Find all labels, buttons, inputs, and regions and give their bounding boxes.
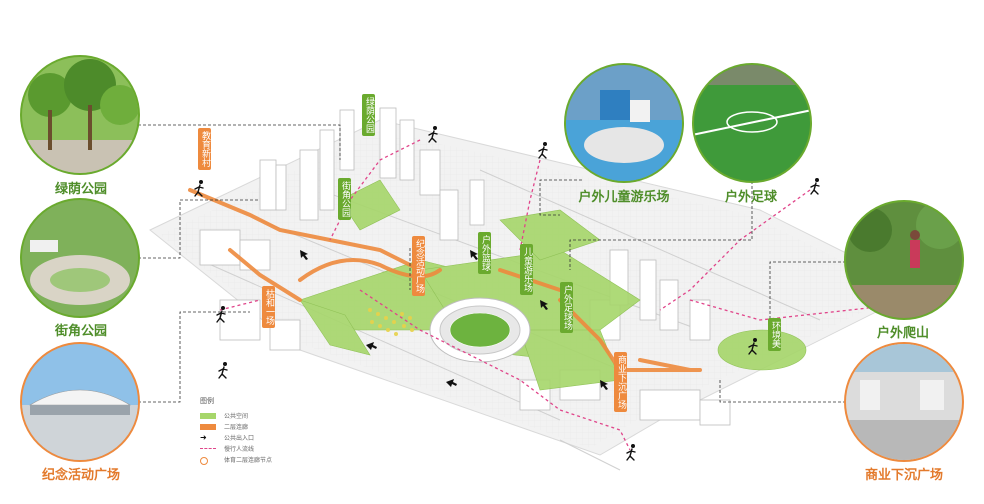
photo-ertong <box>564 63 684 183</box>
runner-icon <box>538 142 548 159</box>
buildings <box>199 107 731 426</box>
tag-huanjing: 环境美 <box>768 318 781 351</box>
label-zuqiu: 户外足球 <box>724 190 777 205</box>
stadium <box>429 297 531 363</box>
legend-item: 二层连廊 <box>200 421 272 432</box>
photo-shangye <box>844 342 964 462</box>
label-jinian: 纪念活动广场 <box>41 468 120 483</box>
entrance-arrows <box>300 250 608 390</box>
legend-item: 慢行人流线 <box>200 443 272 454</box>
label-lvyin: 绿荫公园 <box>54 182 107 197</box>
tag-shangye: 商业下沉广场 <box>614 352 627 412</box>
leader-lines <box>138 124 846 403</box>
legend-title: 图例 <box>200 397 214 405</box>
photo-zuqiu <box>692 63 812 183</box>
runner-icon <box>810 178 820 195</box>
tag-zuqiu: 户外篮球 <box>478 232 491 274</box>
runner-icon <box>218 362 228 379</box>
label-pashan: 户外爬山 <box>876 326 929 341</box>
runner-icon <box>626 444 636 461</box>
photo-pashan <box>844 200 964 320</box>
runner-icon <box>748 338 758 355</box>
legend-item: 公共空间 <box>200 410 272 421</box>
photo-jiejiao <box>20 198 140 318</box>
tag-jiejiao: 街角公园 <box>338 178 351 220</box>
label-jiejiao: 街角公园 <box>54 324 107 339</box>
tag-kuhe: 枯和一场 <box>262 286 275 328</box>
pedestrian-routes <box>219 139 941 451</box>
legend-item: ➜公共出入口 <box>200 432 255 442</box>
photo-lvyin <box>20 55 140 175</box>
tag-zuqiu2: 户外足球场 <box>560 282 573 333</box>
runner-icon <box>216 306 226 323</box>
corridors <box>188 188 702 372</box>
legend: 图例 公共空间 二层连廊 ➜公共出入口 慢行人流线 体育二层连廊节点 <box>200 396 272 465</box>
runner-icon <box>428 126 438 143</box>
tag-lvyin: 绿荫公园 <box>362 94 375 136</box>
tag-jinian: 纪念活动广场 <box>412 236 425 296</box>
runner-icon <box>194 180 204 197</box>
tag-jiaoyu: 教育新村 <box>198 128 211 170</box>
plaza-dots <box>368 308 414 336</box>
tag-ertong: 儿童游乐场 <box>520 244 533 295</box>
legend-item: 体育二层连廊节点 <box>200 454 272 465</box>
photo-jinian <box>20 342 140 462</box>
label-shangye: 商业下沉广场 <box>864 468 943 483</box>
green-spaces <box>299 179 807 391</box>
people-icons <box>194 126 820 461</box>
label-ertong: 户外儿童游乐场 <box>578 190 670 205</box>
